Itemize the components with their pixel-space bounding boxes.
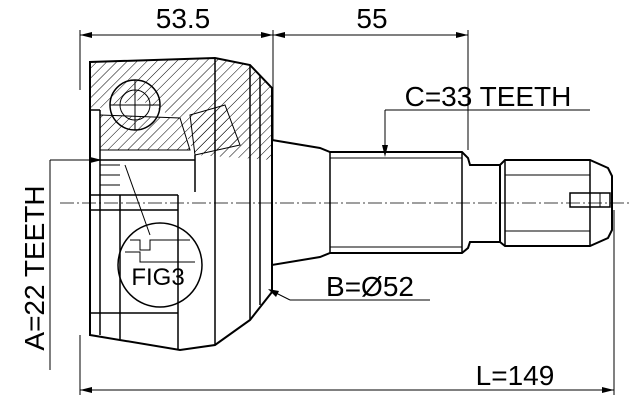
callout-c-label: C=33 TEETH xyxy=(405,81,572,112)
figure-reference: FIG3 xyxy=(117,164,203,308)
outer-housing xyxy=(89,56,273,352)
callout-c: C=33 TEETH xyxy=(382,81,590,157)
callout-a: A=22 TEETH xyxy=(19,157,102,370)
dimension-label-53-5: 53.5 xyxy=(156,3,211,34)
figure-label: FIG3 xyxy=(131,264,184,291)
dimension-top: 53.5 55 xyxy=(79,3,469,150)
callout-b-label: B=Ø52 xyxy=(326,271,414,302)
dimension-bottom: L=149 xyxy=(79,210,615,395)
callout-a-label: A=22 TEETH xyxy=(19,185,50,350)
dimension-label-55: 55 xyxy=(356,3,387,34)
shaft xyxy=(271,138,613,267)
callout-b: B=Ø52 xyxy=(268,271,430,302)
dimension-label-total: L=149 xyxy=(476,360,555,391)
